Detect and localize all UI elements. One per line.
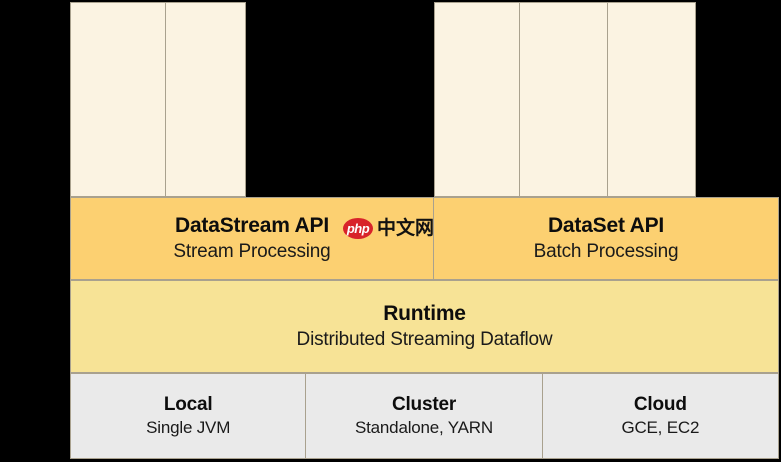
api-dataset-title: DataSet API — [547, 213, 665, 237]
deployment-local-title: Local — [163, 393, 213, 415]
deployment-cloud-subtitle: GCE, EC2 — [621, 418, 700, 438]
library-box-gelly[interactable]: GellyGraph Processing — [519, 3, 607, 196]
deployment-cluster-title: Cluster — [391, 393, 457, 415]
library-group-batch: FlinkMLMachine Learning GellyGraph Proce… — [434, 2, 696, 197]
runtime-title: Runtime — [383, 301, 466, 325]
library-group-streaming: CEPEvent Processing TableRelational — [70, 2, 246, 197]
api-datastream-subtitle: Stream Processing — [173, 241, 331, 263]
api-layer: DataStream API Stream Processing DataSet… — [70, 197, 779, 280]
library-box-table-stream[interactable]: TableRelational — [164, 3, 245, 196]
deployment-cell-cluster[interactable]: Cluster Standalone, YARN — [305, 374, 541, 458]
deployment-cloud-title: Cloud — [633, 393, 687, 415]
deployment-cell-local[interactable]: Local Single JVM — [71, 374, 305, 458]
deployment-cell-cloud[interactable]: Cloud GCE, EC2 — [541, 374, 778, 458]
api-cell-dataset[interactable]: DataSet API Batch Processing — [432, 198, 778, 279]
runtime-cell[interactable]: Runtime Distributed Streaming Dataflow — [71, 281, 778, 372]
api-cell-datastream[interactable]: DataStream API Stream Processing — [71, 198, 433, 279]
library-box-cep[interactable]: CEPEvent Processing — [71, 3, 165, 196]
runtime-layer: Runtime Distributed Streaming Dataflow — [70, 280, 779, 373]
library-box-flinkml[interactable]: FlinkMLMachine Learning — [435, 3, 520, 196]
api-datastream-title: DataStream API — [174, 213, 329, 237]
deployment-cluster-subtitle: Standalone, YARN — [355, 418, 493, 438]
deployment-layer: Local Single JVM Cluster Standalone, YAR… — [70, 373, 779, 459]
api-dataset-subtitle: Batch Processing — [533, 241, 679, 263]
runtime-subtitle: Distributed Streaming Dataflow — [296, 329, 553, 351]
deployment-local-subtitle: Single JVM — [146, 418, 231, 438]
library-box-table-batch[interactable]: TableRelational — [606, 3, 695, 196]
